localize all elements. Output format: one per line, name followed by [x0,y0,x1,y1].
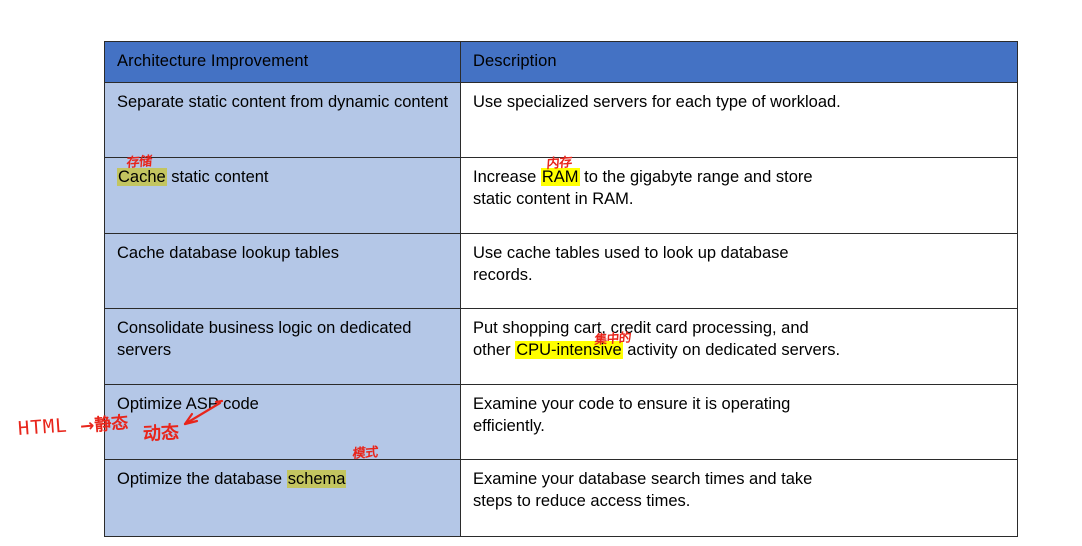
cell-description: Put shopping cart, credit card processin… [460,307,1018,385]
cell-architecture: Optimize the database schema [104,458,461,537]
architecture-improvement-table: Architecture Improvement Description Sep… [104,41,1018,537]
cell-architecture: Separate static content from dynamic con… [104,81,461,158]
table-row: Optimize ASP code Examine your code to e… [104,383,1018,460]
table-row: Consolidate business logic on dedicated … [104,307,1018,385]
highlight-cache: Cache [117,167,167,186]
table-row: Separate static content from dynamic con… [104,81,1018,158]
highlight-schema: schema [286,469,347,488]
cell-architecture: Cache static content [104,156,461,234]
highlight-ram: RAM [540,167,580,186]
cell-text-pre: Increase [473,167,541,186]
cell-text-post: static content [166,167,269,186]
cell-architecture: Optimize ASP code [104,383,461,460]
table-row: Cache database lookup tables Use cache t… [104,232,1018,309]
ink-annotation-html-label: HTML [17,414,69,440]
cell-description: Use specialized servers for each type of… [460,81,1018,158]
table-header-row: Architecture Improvement Description [104,41,1018,83]
cell-description: Examine your database search times and t… [460,458,1018,537]
cell-text-post: to the gigabyte range and store static c… [473,167,813,208]
cell-text-pre: Put shopping cart, credit card processin… [473,318,809,359]
cell-description: Use cache tables used to look up databas… [460,232,1018,309]
cell-architecture: Cache database lookup tables [104,232,461,309]
table-row: Cache static content Increase RAM to the… [104,156,1018,234]
cell-description: Increase RAM to the gigabyte range and s… [460,156,1018,234]
header-description: Description [460,41,1018,83]
cell-description: Examine your code to ensure it is operat… [460,383,1018,460]
cell-text-pre: Optimize the database [117,469,287,488]
cell-architecture: Consolidate business logic on dedicated … [104,307,461,385]
header-architecture-improvement: Architecture Improvement [104,41,461,83]
cell-text-post: activity on dedicated servers. [622,340,841,359]
table-row: Optimize the database schema Examine you… [104,458,1018,537]
highlight-cpu-intensive: CPU-intensive [515,340,623,359]
